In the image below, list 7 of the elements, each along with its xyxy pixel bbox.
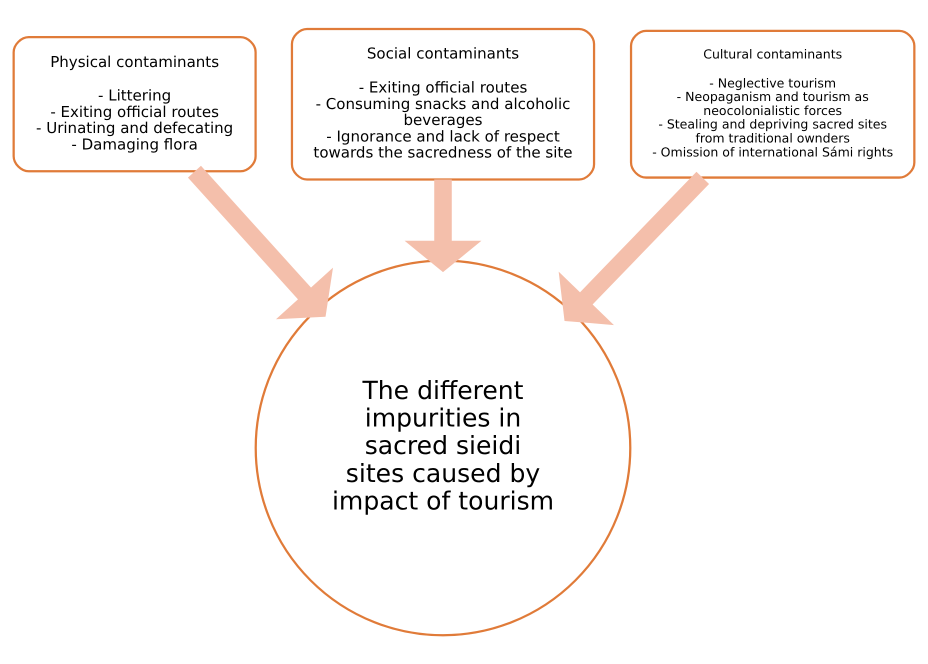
node-box: Physical contaminants - Littering - Exiting official routes - Urinating and defecating - Damaging flora xyxy=(12,36,257,172)
arrow xyxy=(404,180,482,272)
node-box: Social contaminants - Exiting official routes - Consuming snacks and alcoholic beverages - Ignorance and lack of respect towards the sacredness of the site xyxy=(290,28,596,181)
node-box: Cultural contaminants - Neglective tourism - Neopaganism and tourism as neocolonialistic forces - Stealing and depriving sacred sites from traditional ownders - Omission of international Sámi rights xyxy=(630,30,916,179)
node-circle: The different impurities in sacred sieidi sites caused by impact of tourism xyxy=(254,260,632,636)
arrow xyxy=(188,166,333,320)
arrow xyxy=(558,172,710,326)
